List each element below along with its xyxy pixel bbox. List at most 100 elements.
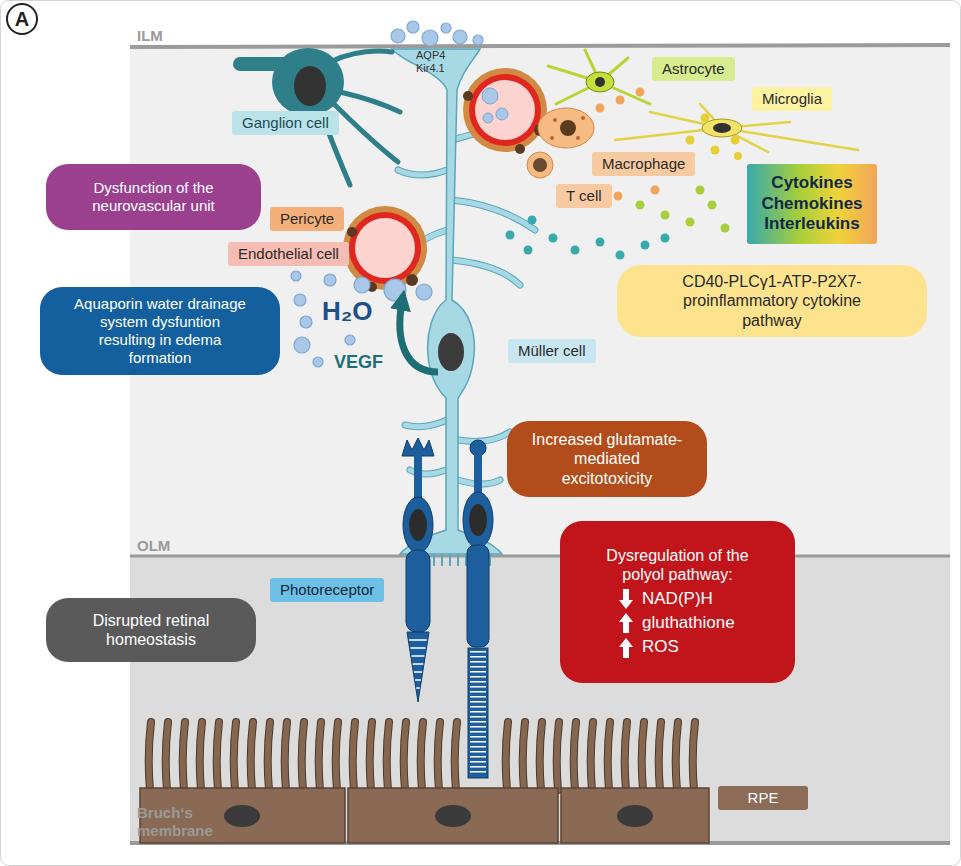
glial-immune-cells <box>527 50 858 178</box>
blood-vessel <box>482 88 498 104</box>
box-text: Increased glutamate-mediated excitotoxic… <box>530 430 685 488</box>
cell-label: Endothelial cell <box>228 242 349 266</box>
retina-layers <box>130 556 950 843</box>
vegf-arrow <box>400 302 438 372</box>
text-row: T cell <box>566 187 602 205</box>
photoreceptors <box>469 504 487 536</box>
cell-label: RPE <box>718 786 808 810</box>
layer-label: ILM <box>137 27 163 45</box>
cytokine-dots <box>731 136 740 145</box>
text-row: Cytokines Chemokines Interleukins <box>761 173 862 234</box>
text-row: Astrocyte <box>662 60 725 78</box>
blood-vessel <box>463 68 547 152</box>
blood-vessel <box>343 68 547 292</box>
cytokine-dots <box>708 201 717 210</box>
layer-label: OLM <box>137 537 170 555</box>
glial-immune-cells <box>702 119 742 137</box>
blood-vessel <box>463 91 473 101</box>
blood-vessel <box>515 144 525 154</box>
text-row: ROS <box>618 637 679 657</box>
water-bubbles <box>294 337 310 353</box>
photoreceptors <box>409 509 427 541</box>
circle-outline <box>7 4 37 34</box>
box-text: Astrocyte <box>662 60 725 78</box>
water-bubbles <box>291 21 483 367</box>
water-bubbles <box>441 23 451 33</box>
blood-vessel <box>355 218 415 278</box>
blood-vessel <box>343 206 427 290</box>
glial-immune-cells <box>538 108 594 148</box>
text-row: Pericyte <box>280 210 334 228</box>
glial-immune-cells <box>527 152 553 178</box>
cytokine-dots <box>696 186 705 195</box>
water-bubbles <box>313 357 323 367</box>
cell-label: T cell <box>556 184 612 208</box>
box-text: Macrophage <box>602 155 685 173</box>
cell-label: Photoreceptor <box>270 578 384 602</box>
mechanism-box: CD40-PLCγ1-ATP-P2X7- proinflammatory cyt… <box>617 265 927 337</box>
text-row: Microglia <box>762 90 822 108</box>
text-row: Ganglion cell <box>242 114 329 132</box>
rpe-cells <box>140 722 709 843</box>
cell-label: Microglia <box>752 87 832 111</box>
glial-immune-cells <box>553 118 557 122</box>
rpe-cells <box>348 788 558 843</box>
text-row: A <box>15 7 29 31</box>
cytokine-dots <box>721 224 730 233</box>
ganglion-cell <box>240 48 400 185</box>
channel-label: AQP4 <box>416 49 445 62</box>
box-text: T cell <box>566 187 602 205</box>
blood-vessel <box>406 274 418 286</box>
box-text: Aquaporin water drainage system dysfunti… <box>73 295 248 367</box>
cytokine-dots <box>651 186 660 195</box>
list-item: ROS <box>642 637 679 657</box>
text-row: Increased glutamate-mediated excitotoxic… <box>530 430 685 488</box>
blood-vessel <box>496 108 508 120</box>
mechanism-box: Dysfunction of the neurovascular unit <box>46 164 261 230</box>
blood-vessel <box>475 80 535 140</box>
cytokine-dots <box>661 234 670 243</box>
water-bubbles <box>391 29 405 43</box>
photoreceptors <box>407 632 429 702</box>
blood-vessel <box>349 212 421 284</box>
molecule-label: H₂O <box>322 296 373 327</box>
photoreceptors <box>409 640 427 688</box>
list-item: gluthathione <box>642 613 735 633</box>
glial-immune-cells <box>581 116 585 120</box>
rpe-cells <box>149 722 695 790</box>
photoreceptors <box>463 492 493 548</box>
cytokine-dots <box>571 246 580 255</box>
cell-label: Macrophage <box>592 152 695 176</box>
photoreceptors <box>467 545 489 647</box>
panel-letter: A <box>5 2 39 36</box>
rpe-cells <box>435 805 471 827</box>
cell-label: Ganglion cell <box>232 111 339 135</box>
cytokine-dots <box>711 146 720 155</box>
text-row: gluthathione <box>618 613 735 633</box>
box-text: Cytokines Chemokines Interleukins <box>761 173 862 234</box>
cytokine-dots <box>524 246 533 255</box>
water-bubbles <box>300 316 312 328</box>
glial-immune-cells <box>713 123 731 133</box>
molecule-label: VEGF <box>334 352 383 374</box>
photoreceptors <box>414 452 422 504</box>
mechanism-box: Disrupted retinal homeostasis <box>46 598 256 662</box>
cytokine-dots <box>636 201 645 210</box>
text-row: Dysregulation of the polyol pathway: <box>593 546 763 584</box>
cytokine-dots <box>701 114 710 123</box>
water-bubbles <box>384 279 406 301</box>
box-text: Disrupted retinal homeostasis <box>76 611 226 649</box>
photoreceptors <box>406 550 430 632</box>
cytokine-dots <box>636 88 645 97</box>
water-bubbles <box>453 30 467 44</box>
cytokine-dots <box>614 192 623 201</box>
rpe-cells <box>617 805 653 827</box>
text-row: Macrophage <box>602 155 685 173</box>
mechanism-box: Increased glutamate-mediated excitotoxic… <box>507 421 707 497</box>
water-bubbles <box>354 277 370 293</box>
retina-layers <box>130 45 950 47</box>
box-text: Endothelial cell <box>238 245 339 263</box>
text-row: Dysfunction of the neurovascular unit <box>87 179 221 215</box>
